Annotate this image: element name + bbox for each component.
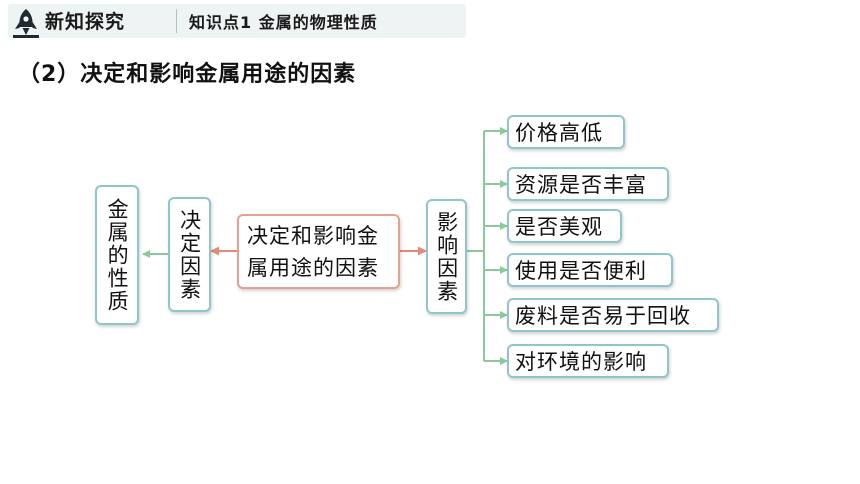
metal-property-box: 金属的性质 [95,185,139,325]
subtitle: （2）决定和影响金属用途的因素 [18,62,357,87]
influence-item: 价格高低 [507,115,625,149]
rocket-icon [13,9,39,38]
header-divider [176,9,177,33]
influence-item: 使用是否便利 [507,253,673,287]
header-bar [8,4,466,38]
knowledge-point-title: 知识点1 金属的物理性质 [189,13,378,32]
influence-factor-box: 影响因素 [426,199,467,314]
influence-item: 资源是否丰富 [507,167,669,201]
influence-item: 对环境的影响 [507,344,669,378]
center-topic-box: 决定和影响金属用途的因素 [237,214,400,289]
section-title: 新知探究 [45,11,126,33]
influence-item: 废料是否易于回收 [507,298,719,332]
decisive-factor-box: 决定因素 [168,197,211,312]
influence-item: 是否美观 [507,209,622,243]
